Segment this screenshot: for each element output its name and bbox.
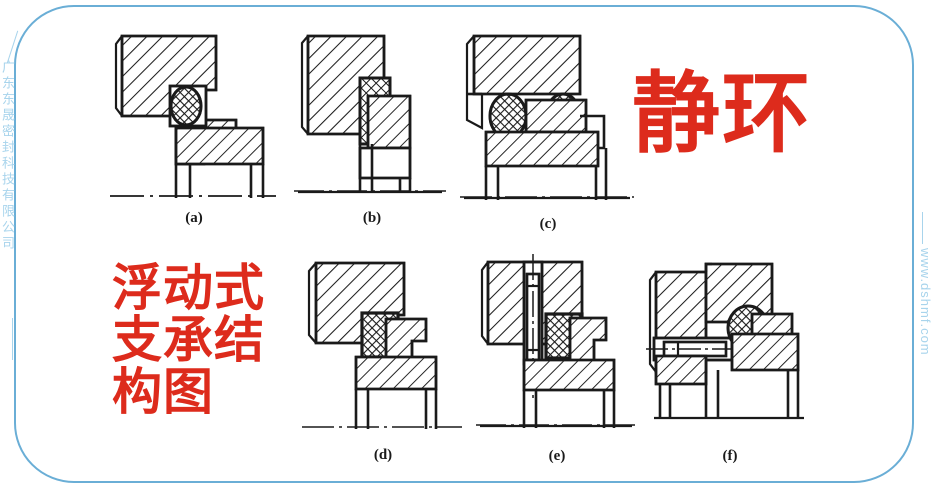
figure-a: (a)	[108, 28, 280, 238]
figure-e-label: (e)	[548, 448, 566, 464]
figure-e-drawing	[476, 254, 636, 428]
label-floating-support-structure: 浮动式 支承结 构图	[112, 259, 265, 421]
figure-f-label: (f)	[722, 448, 738, 464]
figure-b-label: (b)	[362, 210, 382, 226]
figure-c-drawing	[460, 34, 634, 200]
figure-f-drawing	[646, 262, 804, 420]
figure-d-drawing	[302, 261, 462, 429]
figure-a-drawing	[110, 34, 276, 198]
watermark-tick-top-right	[922, 212, 923, 244]
figure-a-label: (a)	[185, 210, 203, 226]
watermark-tick-bottom-left	[12, 318, 13, 360]
label-stationary-ring: 静环	[632, 62, 813, 165]
figure-b: (b)	[292, 28, 452, 238]
figure-d-label: (d)	[373, 447, 393, 463]
watermark-url-right: www.dshmf.com	[918, 248, 933, 356]
figure-d: (d)	[300, 255, 466, 470]
figure-c-label: (c)	[539, 216, 557, 232]
watermark-tick-top-left	[6, 30, 19, 64]
watermark-company-left: 广东东晟密封科技有限公司	[0, 60, 15, 252]
figure-f: (f)	[640, 252, 820, 470]
figure-b-drawing	[294, 34, 446, 194]
figure-e: (e)	[474, 252, 640, 470]
figure-c: (c)	[458, 28, 638, 238]
